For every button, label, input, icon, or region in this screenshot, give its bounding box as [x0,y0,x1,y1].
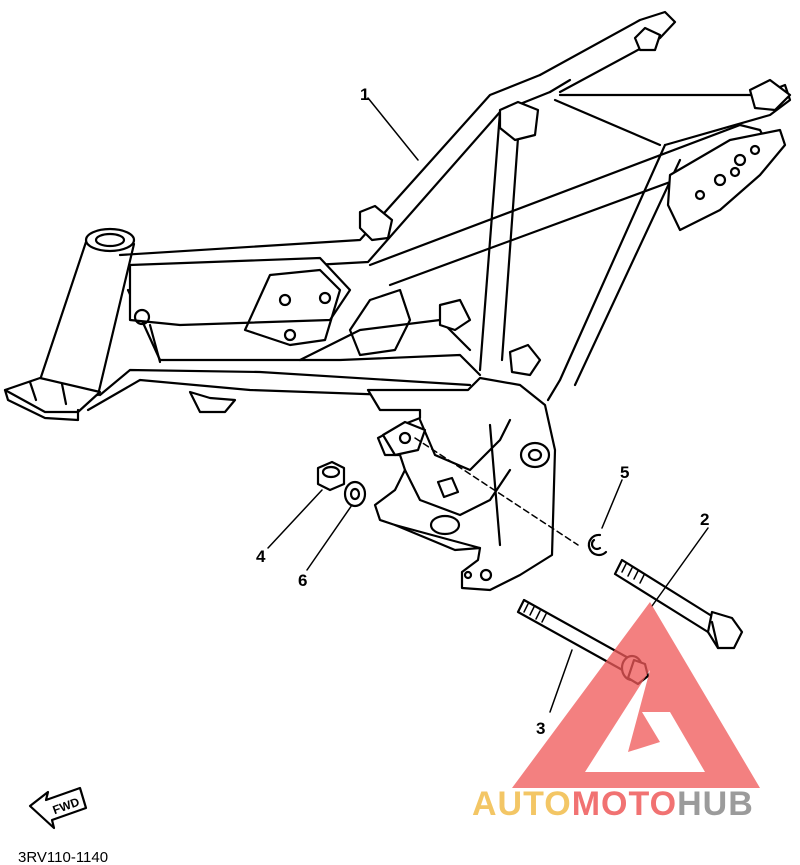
brand-auto: AUTO [472,785,572,823]
callout-leaders [267,97,709,713]
motorcycle-frame [3,10,792,592]
callout-3: 3 [536,719,545,738]
callout-4: 4 [256,547,266,566]
alignment-line [414,437,579,546]
callout-2: 2 [700,510,709,529]
nut-part [316,460,346,492]
diagram-part-number: 3RV110-1140 [18,849,108,865]
brand-hub: HUB [677,785,754,823]
circlip-part [587,533,608,557]
forward-arrow-icon: FWD [28,786,88,830]
callout-1: 1 [360,85,369,104]
svg-text:AUTOMOTOHUB: AUTOMOTOHUB [472,785,754,823]
long-bolt-part [613,558,744,650]
callout-labels: 1 2 3 4 5 6 [256,85,709,738]
brand-moto: MOTO [572,785,677,823]
washer-part [343,480,367,508]
watermark: AUTOMOTOHUB [472,602,760,823]
callout-6: 6 [298,571,307,590]
callout-5: 5 [620,463,629,482]
watermark-triangle-icon [512,602,760,788]
